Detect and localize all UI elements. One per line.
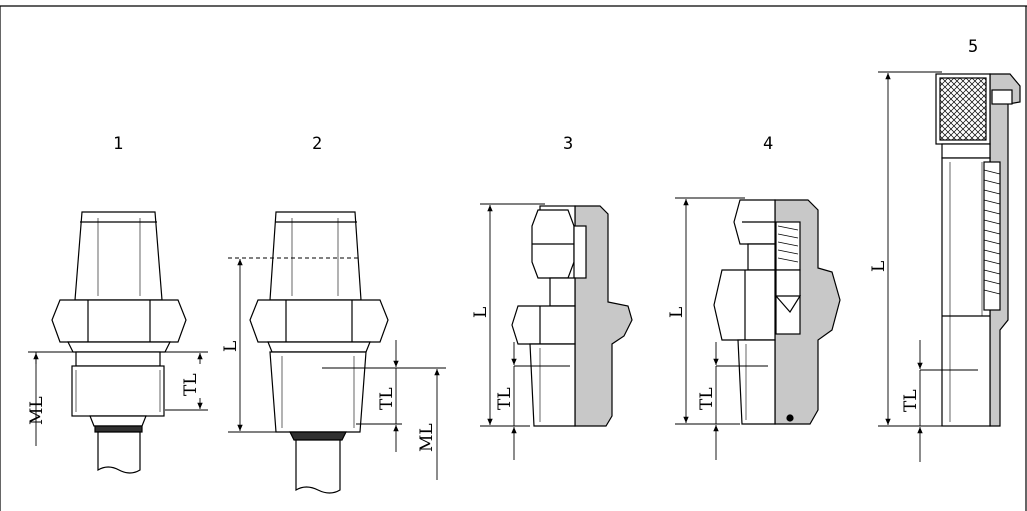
dim-label-l-4: L [667,307,687,318]
item-number-3: 3 [563,134,573,154]
fitting-2-drawing [249,211,389,494]
fitting-5-dimensions [878,71,978,462]
fitting-2-dimensions [228,257,446,480]
dim-label-tl-1: TL [181,373,201,396]
dim-label-l-2: L [221,341,241,352]
fitting-4-dimensions [675,197,768,460]
fitting-1-drawing [51,211,187,474]
item-number-2: 2 [312,134,322,154]
dim-label-tl-5: TL [901,389,921,412]
dim-label-tl-2: TL [377,387,397,410]
dim-label-tl-4: TL [697,387,717,410]
fitting-1-dimensions [28,351,208,446]
fitting-5-drawing [935,73,1021,427]
dim-label-tl-3: TL [495,387,515,410]
dim-label-l-3: L [471,307,491,318]
dim-label-ml-2: ML [417,423,437,452]
fitting-3-drawing [511,205,633,427]
fitting-3-dimensions [480,203,570,460]
item-number-4: 4 [763,134,773,154]
item-number-5: 5 [968,37,978,57]
dim-label-l-5: L [869,261,889,272]
dim-label-ml-1: ML [27,396,47,425]
fitting-4-drawing [713,199,841,425]
frame [0,5,1027,511]
item-number-1: 1 [113,134,123,154]
